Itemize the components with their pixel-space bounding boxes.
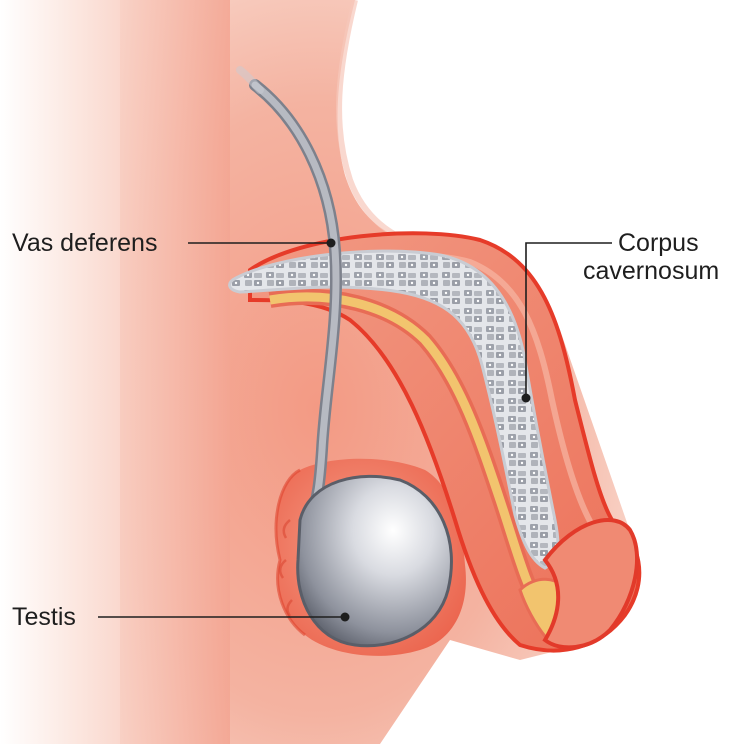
leader-testis [98, 612, 350, 622]
vas-deferens [236, 66, 343, 526]
label-corpus-line1: Corpus [618, 229, 699, 257]
leader-vas-deferens [188, 238, 336, 248]
testis [296, 474, 453, 648]
label-testis: Testis [12, 603, 76, 631]
label-vas-deferens: Vas deferens [12, 229, 157, 257]
label-corpus-line2: cavernosum [583, 257, 719, 285]
corpus-cavernosum [228, 249, 560, 570]
urethra [268, 288, 573, 642]
glans [542, 518, 639, 650]
leader-corpus-cavernosum [521, 242, 612, 403]
